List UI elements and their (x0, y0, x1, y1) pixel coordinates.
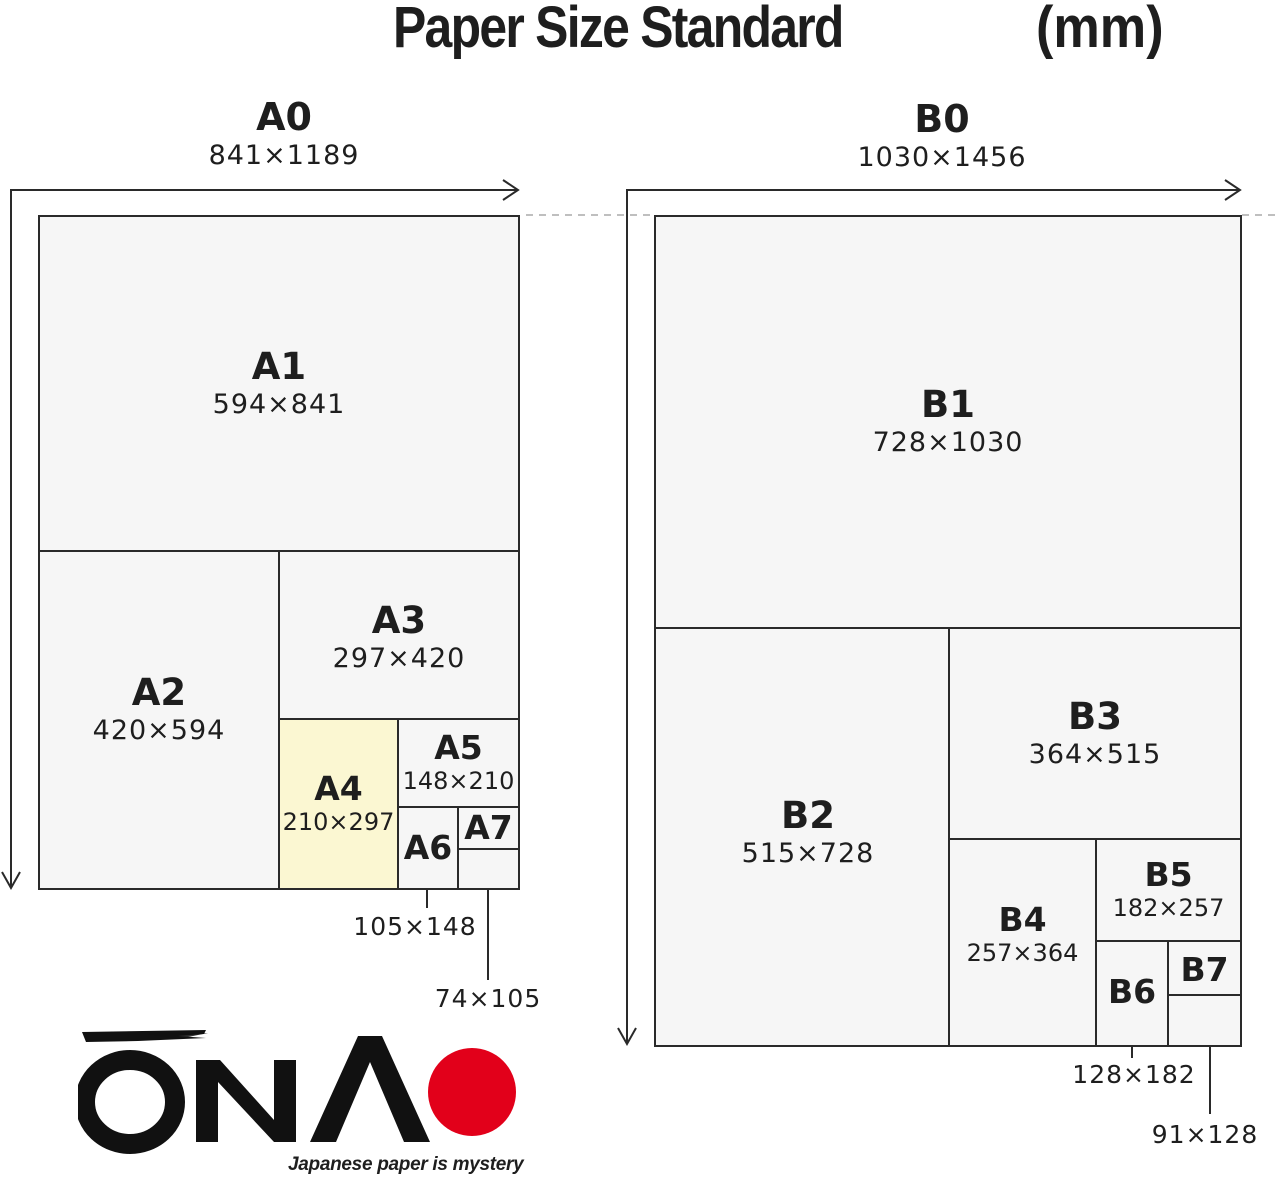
a4-text: A4 210×297 (278, 718, 399, 890)
page-title: Paper Size Standard (393, 0, 844, 60)
a0-label: A0 (256, 95, 312, 139)
a8-sheet (457, 848, 520, 890)
a0-arrow-head-right (502, 179, 520, 201)
a3-text: A3 297×420 (278, 550, 520, 726)
b2-text: B2 515×728 (654, 627, 962, 1039)
brand-tagline: Japanese paper is mystery (288, 1154, 524, 1175)
b3-size: 364×515 (1028, 738, 1162, 770)
a4-sheet (278, 718, 399, 890)
a1-label: A1 (251, 344, 307, 388)
b2-label: B2 (781, 794, 835, 837)
b5-text: B5 182×257 (1095, 838, 1242, 942)
unit-label: (mm) (1036, 0, 1164, 60)
b2-sheet (654, 627, 950, 1047)
a5-size: 148×210 (402, 767, 515, 795)
a6-text: A6 (397, 824, 459, 872)
a3-label: A3 (371, 599, 427, 642)
b0-size: 1030×1456 (857, 142, 1027, 173)
b1-label: B1 (921, 383, 975, 426)
b0-arrow-head-right (1224, 179, 1242, 201)
a2-text: A2 420×594 (38, 550, 280, 870)
b2-size: 515×728 (741, 838, 875, 869)
a1-sheet (38, 215, 520, 552)
b7-label: B7 (1180, 950, 1229, 989)
b1-size: 728×1030 (872, 427, 1024, 458)
a1-size: 594×841 (212, 388, 346, 420)
a5-text: A5 148×210 (397, 718, 520, 808)
a3-size: 297×420 (332, 643, 466, 674)
b4-sheet (948, 838, 1097, 1047)
brand-logo (78, 1030, 516, 1154)
b1-text: B1 728×1030 (654, 215, 1242, 629)
a0-caption: A0 841×1189 (209, 95, 360, 173)
a4-size: 210×297 (282, 808, 395, 836)
a5-label: A5 (434, 728, 483, 767)
b8-sheet (1167, 994, 1242, 1047)
a6-size: 105×148 (353, 912, 477, 941)
b0-label: B0 (914, 97, 970, 141)
a2-sheet (38, 550, 280, 890)
b7-size: 91×128 (1151, 1120, 1259, 1149)
a4-label: A4 (314, 769, 363, 808)
b4-text: B4 257×364 (948, 838, 1097, 1032)
a7-text: A7 (457, 806, 520, 850)
a0-size: 841×1189 (208, 140, 360, 171)
b0-arrow-head-down (617, 1027, 637, 1047)
a2-size: 420×594 (92, 715, 226, 746)
a0-arrow-head-down (1, 871, 21, 891)
b3-label: B3 (1068, 694, 1122, 738)
a0-arrow (10, 189, 518, 888)
b1-sheet (654, 215, 1242, 629)
b7-text: B7 (1167, 940, 1242, 1000)
b5-label: B5 (1144, 855, 1193, 894)
b6-text: B6 (1095, 966, 1169, 1018)
b0-caption: B0 1030×1456 (857, 97, 1026, 175)
a1-text: A1 594×841 (38, 215, 520, 552)
b3-sheet (948, 627, 1242, 840)
b5-size: 182×257 (1112, 894, 1225, 922)
b4-label: B4 (998, 900, 1047, 939)
b0-arrow (626, 189, 1240, 1044)
a7-label: A7 (464, 808, 513, 847)
a7-size: 74×105 (434, 984, 542, 1013)
b4-size: 257×364 (966, 939, 1079, 967)
b6-size: 128×182 (1072, 1060, 1196, 1089)
a6-label: A6 (403, 828, 453, 867)
b3-text: B3 364×515 (948, 627, 1242, 840)
a2-label: A2 (131, 671, 187, 714)
b6-label: B6 (1107, 972, 1157, 1011)
